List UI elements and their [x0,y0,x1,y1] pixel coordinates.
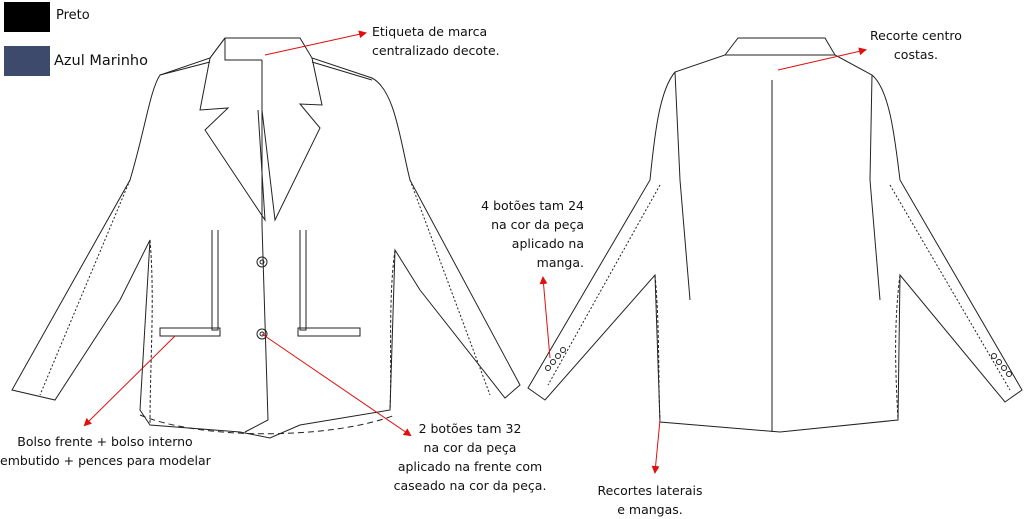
note-line: Bolso frente + bolso interno [17,434,193,449]
color-swatch-black [4,2,50,32]
note-line: costas. [893,47,939,62]
note-line: embutido + pences para modelar [0,453,211,468]
back-jacket [527,37,1023,433]
note-line: manga. [536,255,584,270]
note-line: na cor da peça [423,440,517,455]
color-label-black: Preto [56,8,90,23]
color-swatch-navy [4,46,50,76]
note-line: 2 botões tam 32 [418,421,522,436]
note-front-buttons: 2 botões tam 32 na cor da peça aplicado … [385,419,555,495]
note-sleeve-buttons: 4 botões tam 24 na cor da peça aplicado … [478,196,584,272]
note-line: Etiqueta de marca [372,24,488,39]
note-line: 4 botões tam 24 [481,198,584,213]
note-line: caseado na cor da peça. [393,478,547,493]
color-label-navy: Azul Marinho [54,53,148,69]
note-line: e mangas. [617,502,683,517]
note-brand-label: Etiqueta de marca centralizado decote. [372,22,500,60]
note-line: aplicado na frente com [397,459,543,474]
note-line: aplicado na [511,236,584,251]
note-line: Recorte centro [870,28,962,43]
note-back-seam: Recorte centro costas. [870,26,962,64]
front-jacket [11,37,521,439]
note-line: na cor da peça [491,217,584,232]
note-pocket: Bolso frente + bolso interno embutido + … [0,432,211,470]
note-line: Recortes laterais [597,483,703,498]
note-side-seams: Recortes laterais e mangas. [590,481,710,519]
annotation-arrows [83,30,867,474]
note-line: centralizado decote. [372,43,500,58]
